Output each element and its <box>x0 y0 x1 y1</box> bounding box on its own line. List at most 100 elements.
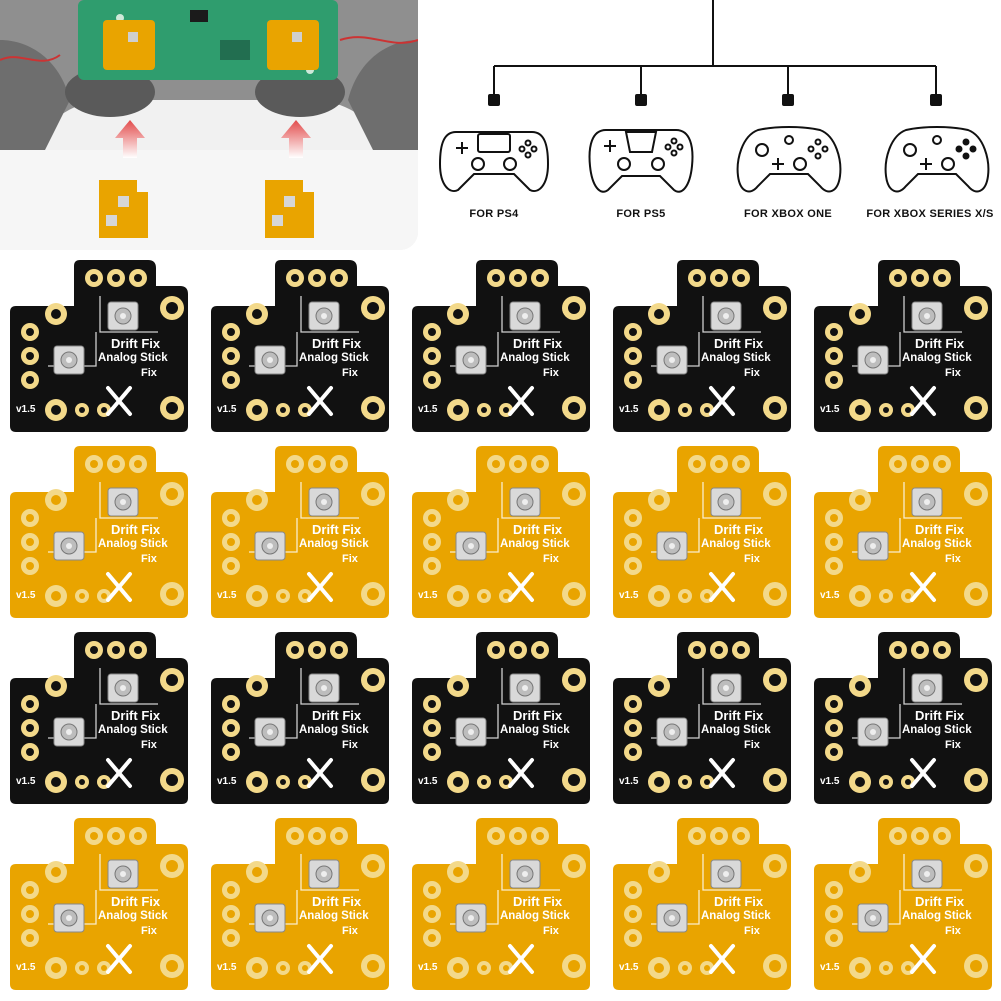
board-subtitle-fix: Fix <box>141 739 157 751</box>
board-version: v1.5 <box>418 776 438 787</box>
board-subtitle: Analog Stick <box>500 724 570 736</box>
board-subtitle-fix: Fix <box>744 739 760 751</box>
ps4-controller-icon <box>438 131 550 192</box>
board-version: v1.5 <box>217 590 237 601</box>
ps5-controller-icon <box>588 129 694 193</box>
board-subtitle-fix: Fix <box>543 925 559 937</box>
xbox-one-controller-icon <box>736 126 842 193</box>
board-subtitle-fix: Fix <box>543 367 559 379</box>
board-subtitle: Analog Stick <box>701 352 771 364</box>
board-title: Drift Fix <box>312 336 362 351</box>
board-version: v1.5 <box>820 590 840 601</box>
console-label-xbox-series: FOR XBOX SERIES X/S <box>866 208 994 220</box>
board-version: v1.5 <box>820 962 840 973</box>
board-subtitle: Analog Stick <box>500 352 570 364</box>
board-subtitle: Analog Stick <box>98 910 168 922</box>
board-version: v1.5 <box>217 404 237 415</box>
board-subtitle: Analog Stick <box>299 910 369 922</box>
board-subtitle-fix: Fix <box>342 925 358 937</box>
board-version: v1.5 <box>217 962 237 973</box>
board-subtitle-fix: Fix <box>141 553 157 565</box>
board-version: v1.5 <box>619 776 639 787</box>
board-subtitle-fix: Fix <box>744 925 760 937</box>
board-subtitle: Analog Stick <box>500 910 570 922</box>
compatibility-diagram: FOR PS4 FOR PS5 FOR XBOX ONE FOR XBOX SE… <box>430 0 1001 250</box>
board-version: v1.5 <box>418 962 438 973</box>
board-subtitle-fix: Fix <box>744 367 760 379</box>
board-title: Drift Fix <box>714 522 764 537</box>
board-subtitle-fix: Fix <box>342 553 358 565</box>
board-title: Drift Fix <box>915 894 965 909</box>
board-version: v1.5 <box>820 776 840 787</box>
board-title: Drift Fix <box>312 522 362 537</box>
board-title: Drift Fix <box>111 894 161 909</box>
board-version: v1.5 <box>16 776 36 787</box>
board-title: Drift Fix <box>513 336 563 351</box>
board-subtitle: Analog Stick <box>902 352 972 364</box>
board-subtitle: Analog Stick <box>902 538 972 550</box>
board-subtitle: Analog Stick <box>701 538 771 550</box>
board-subtitle: Analog Stick <box>98 538 168 550</box>
board-title: Drift Fix <box>915 522 965 537</box>
board-title: Drift Fix <box>915 708 965 723</box>
console-label-ps5: FOR PS5 <box>616 208 666 220</box>
board-version: v1.5 <box>16 404 36 415</box>
board-subtitle: Analog Stick <box>98 724 168 736</box>
board-subtitle: Analog Stick <box>299 538 369 550</box>
board-title: Drift Fix <box>714 708 764 723</box>
board-subtitle-fix: Fix <box>945 553 961 565</box>
board-version: v1.5 <box>16 962 36 973</box>
board-title: Drift Fix <box>111 708 161 723</box>
board-subtitle: Analog Stick <box>500 538 570 550</box>
installation-photo <box>0 0 418 250</box>
board-title: Drift Fix <box>513 522 563 537</box>
board-version: v1.5 <box>16 590 36 601</box>
board-subtitle-fix: Fix <box>141 925 157 937</box>
xbox-series-controller-icon <box>884 126 990 193</box>
board-title: Drift Fix <box>513 894 563 909</box>
board-version: v1.5 <box>619 404 639 415</box>
board-subtitle-fix: Fix <box>945 925 961 937</box>
board-subtitle-fix: Fix <box>744 553 760 565</box>
board-subtitle: Analog Stick <box>299 352 369 364</box>
board-title: Drift Fix <box>111 336 161 351</box>
console-label-ps4: FOR PS4 <box>469 208 519 220</box>
board-subtitle: Analog Stick <box>701 724 771 736</box>
board-version: v1.5 <box>418 590 438 601</box>
board-version: v1.5 <box>619 962 639 973</box>
board-title: Drift Fix <box>714 894 764 909</box>
board-version: v1.5 <box>820 404 840 415</box>
board-subtitle: Analog Stick <box>299 724 369 736</box>
board-title: Drift Fix <box>714 336 764 351</box>
board-subtitle: Analog Stick <box>902 910 972 922</box>
board-version: v1.5 <box>619 590 639 601</box>
board-subtitle-fix: Fix <box>543 553 559 565</box>
board-subtitle-fix: Fix <box>945 739 961 751</box>
board-subtitle-fix: Fix <box>342 367 358 379</box>
board-subtitle-fix: Fix <box>342 739 358 751</box>
board-subtitle-fix: Fix <box>543 739 559 751</box>
board-title: Drift Fix <box>111 522 161 537</box>
board-version: v1.5 <box>217 776 237 787</box>
board-subtitle: Analog Stick <box>902 724 972 736</box>
